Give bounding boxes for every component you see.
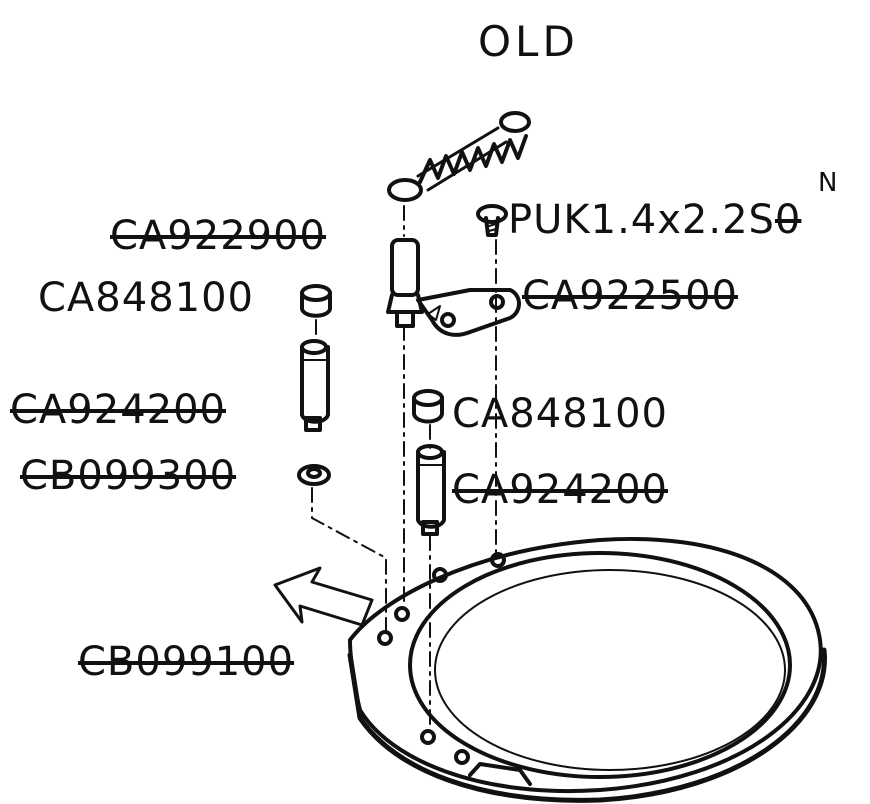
plate-hole [420,729,436,745]
left-collar [300,284,332,318]
part-label-ca848100-left: CA848100 [38,275,254,321]
part-label-puk-obsolete-suffix: 0 [774,197,802,243]
plate-hole [490,552,506,568]
part-label-cb099300: CB099300 [20,453,237,499]
part-label-puk-text: PUK1.4x2.2S [508,197,775,243]
center-post [386,238,424,328]
plate-hole [394,606,410,622]
left-washer [297,464,331,486]
plate-hole [377,630,393,646]
base-ring-plate [347,537,827,803]
part-label-puk: PUK1.4x2.2S0 [508,198,801,242]
part-label-ca848100-right: CA848100 [452,391,668,437]
plate-hole [432,567,448,583]
tension-spring [387,111,531,202]
part-label-ca922500: CA922500 [522,273,738,319]
part-label-cb099100: CB099100 [78,639,295,685]
plate-hole [454,749,470,765]
screw [476,204,508,237]
assembly-leader-lines [311,205,497,731]
lever-bracket [416,288,521,337]
diagram-title: OLD [478,17,579,66]
direction-arrow [273,566,374,627]
part-label-ca924200-right: CA924200 [452,467,668,513]
right-post [416,444,446,536]
right-collar [412,389,444,424]
left-post [300,339,330,432]
part-label-ca924200-left: CA924200 [10,387,226,433]
part-label-puk-superscript: N [818,168,839,198]
part-label-ca922900: CA922900 [110,213,326,259]
